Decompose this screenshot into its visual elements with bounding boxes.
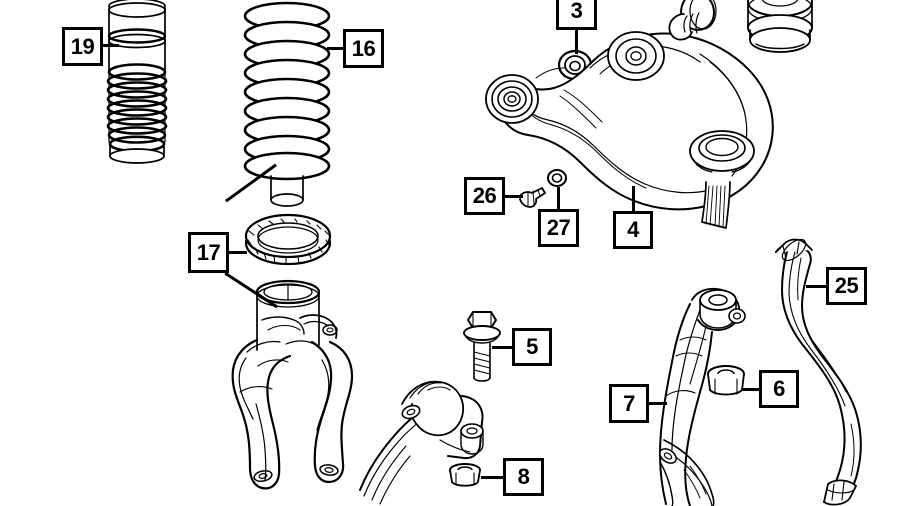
leader-6: [741, 388, 760, 391]
callout-label-26: 26: [472, 183, 497, 208]
callout-7[interactable]: 7: [609, 384, 649, 423]
leader-25: [806, 285, 827, 288]
cropped-bolt-top-right: [668, 0, 717, 41]
callout-label-3: 3: [570, 0, 583, 23]
part-4-upper-control-arm: [485, 31, 774, 229]
callout-8[interactable]: 8: [503, 458, 544, 496]
callout-label-27: 27: [546, 215, 571, 240]
callout-19[interactable]: 19: [62, 27, 103, 66]
leader-8: [481, 476, 504, 479]
callout-6[interactable]: 6: [759, 370, 799, 408]
cropped-mount-top-right: [747, 0, 813, 53]
part-26-grease-fitting: [519, 187, 546, 208]
callout-label-7: 7: [623, 390, 635, 416]
leader-16: [327, 47, 344, 50]
leader-5: [492, 346, 513, 349]
leader-19: [103, 44, 119, 47]
callout-label-19: 19: [70, 33, 95, 59]
callout-label-8: 8: [517, 464, 530, 489]
leader-26: [505, 195, 523, 198]
callout-3[interactable]: 3: [556, 0, 597, 30]
callout-label-17: 17: [196, 239, 221, 265]
callout-25[interactable]: 25: [826, 267, 867, 305]
part-17-isolator-ring: [244, 213, 332, 266]
callout-label-25: 25: [834, 273, 859, 298]
leader-17-mid: [229, 251, 247, 254]
leader-4: [632, 186, 635, 212]
part-27-washer: [547, 169, 567, 187]
callout-label-5: 5: [526, 334, 538, 359]
callout-16[interactable]: 16: [343, 29, 384, 68]
callout-label-6: 6: [773, 376, 785, 401]
part-6-flange-nut: [707, 365, 745, 396]
callout-label-16: 16: [351, 35, 376, 61]
callout-26[interactable]: 26: [464, 177, 505, 215]
leader-3: [575, 30, 578, 54]
callout-label-4: 4: [627, 217, 639, 242]
part-19-jounce-bumper: [106, 0, 168, 164]
part-25-stabilizer-bar-link: [775, 238, 862, 506]
callout-27[interactable]: 27: [538, 209, 579, 247]
lower-control-arm-bracket: [359, 380, 484, 505]
leader-7: [649, 402, 667, 405]
part-8-flange-nut: [449, 463, 481, 487]
callout-5[interactable]: 5: [512, 328, 552, 366]
part-5-flange-bolt: [463, 311, 501, 382]
callout-17[interactable]: 17: [188, 232, 229, 273]
part-16-coil-spring: [243, 1, 331, 207]
part-7-steering-knuckle: [659, 287, 746, 506]
part-17-strut-housing: [231, 279, 354, 490]
leader-27: [557, 187, 560, 211]
callout-4[interactable]: 4: [613, 211, 653, 249]
